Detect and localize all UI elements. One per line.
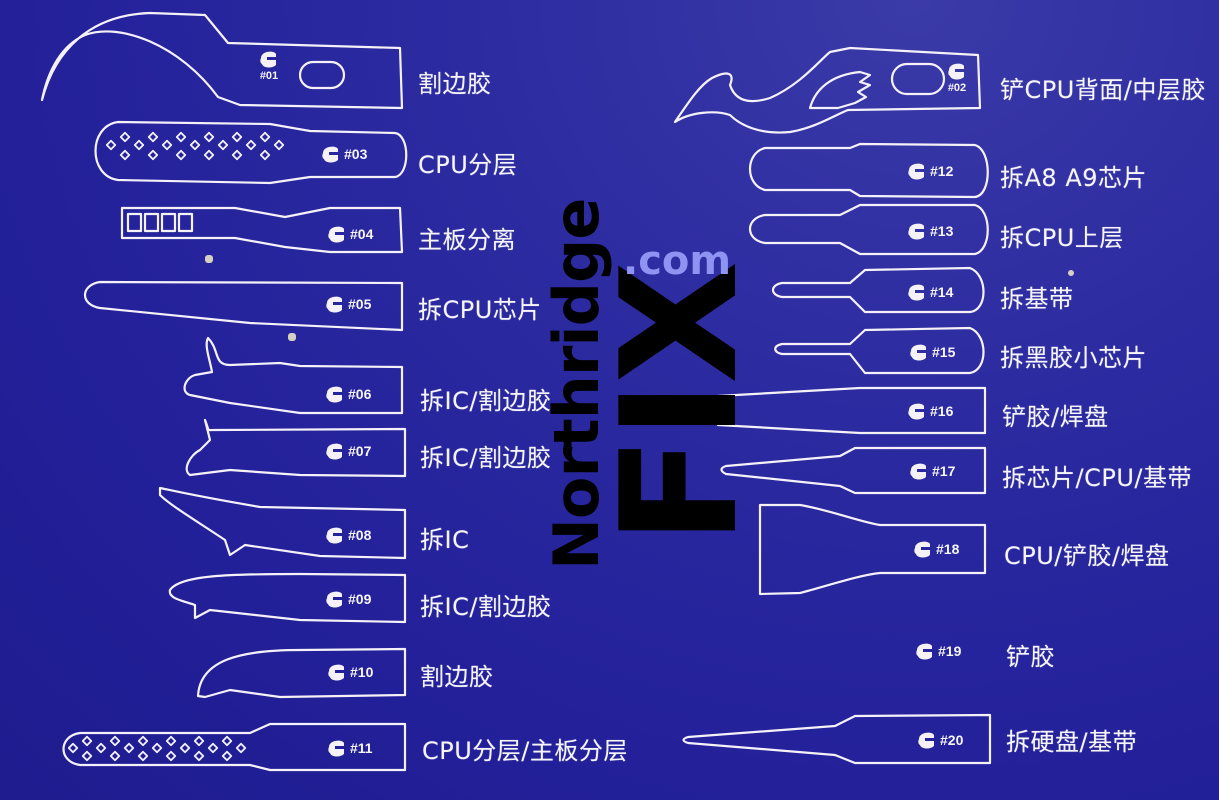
mascot-head-icon (324, 293, 346, 315)
tool-number-18: #18 (912, 538, 959, 560)
mascot-head-icon (908, 460, 930, 482)
blade-11-outline (62, 722, 407, 772)
tool-number-08: #08 (324, 524, 371, 546)
tool-number-06: #06 (324, 383, 371, 405)
blade-06-outline (183, 336, 404, 415)
blade-09-outline (168, 572, 407, 624)
mascot-head-icon (324, 440, 346, 462)
mascot-head-icon (916, 729, 938, 751)
tool-label-04: 主板分离 (418, 226, 516, 254)
blade-18-outline (758, 503, 987, 596)
tool-number-12: #12 (906, 160, 953, 182)
debris-speck (288, 333, 296, 341)
mascot-head-icon (326, 661, 348, 683)
blade-12-outline (749, 142, 989, 199)
blade-03-grip-pattern (105, 131, 285, 161)
tool-number-09: #09 (324, 588, 371, 610)
tool-label-16: 铲胶/焊盘 (1002, 403, 1109, 431)
tool-number-11: #11 (326, 737, 373, 759)
tool-label-03: CPU分层 (418, 151, 518, 179)
debris-speck (1068, 270, 1074, 276)
tool-number-02: #02 (946, 60, 968, 94)
tool-label-10: 割边胶 (420, 663, 494, 691)
mascot-head-icon (906, 281, 928, 303)
tool-number-15: #15 (908, 341, 955, 363)
blade-02-slot (890, 62, 946, 96)
blade-14-outline (771, 266, 985, 314)
tool-number-13: #13 (906, 220, 953, 242)
mascot-head-icon (258, 48, 280, 70)
mascot-head-icon (914, 640, 936, 662)
mascot-head-icon (326, 737, 348, 759)
tool-label-15: 拆黑胶小芯片 (1000, 344, 1147, 372)
blade-02-wing (808, 70, 872, 110)
mascot-head-icon (320, 143, 342, 165)
tool-label-20: 拆硬盘/基带 (1006, 728, 1138, 756)
tool-label-13: 拆CPU上层 (1000, 224, 1124, 252)
mascot-head-icon (912, 538, 934, 560)
blade-02-outline (673, 46, 982, 134)
watermark-fix: FIX (586, 264, 773, 545)
tool-label-19: 铲胶 (1006, 643, 1055, 671)
blade-07-outline (185, 418, 407, 478)
blade-03-outline (94, 120, 408, 185)
tool-label-05: 拆CPU芯片 (418, 296, 542, 324)
mascot-head-icon (324, 383, 346, 405)
mascot-head-icon (326, 223, 348, 245)
blade-17-outline (720, 446, 987, 495)
tool-label-12: 拆A8 A9芯片 (1000, 164, 1148, 192)
blade-08-outline (158, 486, 407, 560)
tool-label-14: 拆基带 (1000, 285, 1074, 313)
tool-label-01: 割边胶 (418, 70, 492, 98)
tool-label-18: CPU/铲胶/焊盘 (1004, 542, 1170, 570)
tool-label-09: 拆IC/割边胶 (420, 593, 552, 621)
debris-speck (205, 255, 213, 263)
blade-04-outline (120, 206, 404, 254)
tool-number-01: #01 (258, 48, 280, 82)
mascot-head-icon (908, 341, 930, 363)
blade-16-outline (716, 386, 987, 435)
tool-number-19: #19 (914, 640, 961, 662)
blade-05-outline (83, 280, 404, 332)
tool-number-05: #05 (324, 293, 371, 315)
tool-label-06: 拆IC/割边胶 (420, 387, 552, 415)
tool-label-07: 拆IC/割边胶 (420, 444, 552, 472)
tool-number-14: #14 (906, 281, 953, 303)
tool-number-04: #04 (326, 223, 373, 245)
tool-number-17: #17 (908, 460, 955, 482)
mascot-head-icon (946, 60, 968, 82)
blade-15-outline (774, 326, 985, 375)
blade-01-outline (40, 11, 404, 110)
tool-label-17: 拆芯片/CPU/基带 (1002, 464, 1192, 492)
tool-number-07: #07 (324, 440, 371, 462)
mascot-head-icon (906, 400, 928, 422)
mascot-head-icon (324, 588, 346, 610)
tool-number-16: #16 (906, 400, 953, 422)
watermark-dotcom: .com (623, 238, 732, 284)
tool-number-10: #10 (326, 661, 373, 683)
mascot-head-icon (906, 220, 928, 242)
tool-number-20: #20 (916, 729, 963, 751)
mascot-head-icon (324, 524, 346, 546)
tool-label-11: CPU分层/主板分层 (422, 737, 628, 765)
blade-11-grip-pattern (67, 735, 247, 762)
tool-number-03: #03 (320, 143, 367, 165)
blade-01-slot (298, 60, 346, 90)
tool-label-02: 铲CPU背面/中层胶 (1000, 76, 1206, 104)
tool-label-08: 拆IC (420, 526, 470, 554)
mascot-head-icon (906, 160, 928, 182)
blade-13-outline (748, 203, 989, 256)
blade-10-outline (196, 647, 407, 699)
blade-20-outline (682, 713, 992, 765)
